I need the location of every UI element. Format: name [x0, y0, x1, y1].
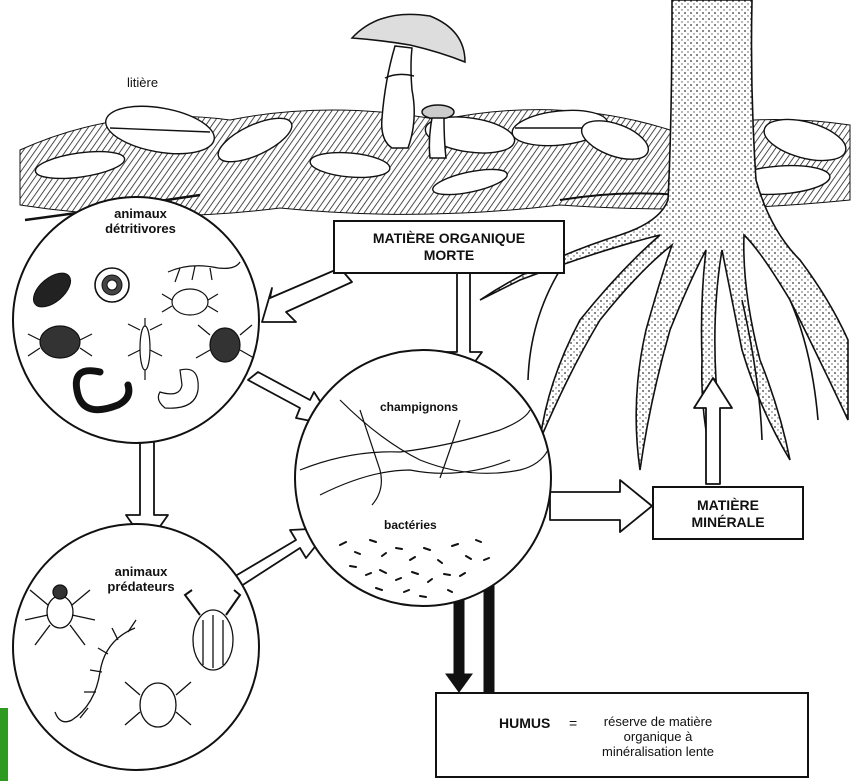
arrow-mom-to-detritivores [262, 268, 352, 322]
arrow-decomposers-to-mineral [550, 480, 652, 532]
page-edge-accent [0, 708, 8, 781]
humus-term: HUMUS [499, 715, 550, 731]
predators-circle [13, 524, 259, 770]
predators-label: animaux prédateurs [86, 564, 196, 594]
fungi-label: champignons [380, 400, 458, 414]
decomposers-circle [295, 350, 551, 606]
dead-organic-matter-box: MATIÈRE ORGANIQUE MORTE [333, 220, 565, 274]
arrow-to-humus [446, 596, 472, 692]
pill-millipede-icon [95, 268, 129, 302]
litter-label: litière [127, 75, 158, 90]
bacteria-label: bactéries [384, 518, 437, 532]
arrow-mineral-to-roots [694, 378, 732, 484]
humus-box: HUMUS = réserve de matière organique à m… [435, 692, 809, 778]
humus-description: réserve de matière organique à minéralis… [583, 714, 733, 759]
dead-organic-matter-label: MATIÈRE ORGANIQUE MORTE [335, 230, 563, 264]
mineral-matter-box: MATIÈRE MINÉRALE [652, 486, 804, 540]
mineral-matter-label: MATIÈRE MINÉRALE [654, 497, 802, 531]
humus-equals: = [569, 715, 577, 731]
detritivores-label: animaux détritivores [88, 206, 193, 236]
